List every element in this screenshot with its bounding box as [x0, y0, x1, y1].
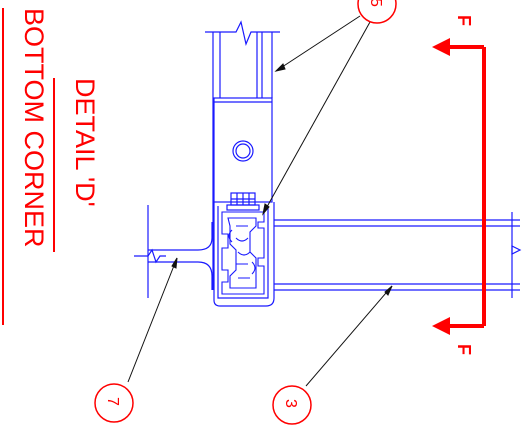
svg-text:3: 3	[282, 399, 299, 408]
callout-item-7: 7	[94, 383, 134, 423]
callout-item-5: 5	[357, 0, 397, 24]
detail-subtitle: BOTTOM CORNER	[19, 8, 49, 248]
section-arrow-top	[432, 38, 450, 56]
section-mark-top: F	[454, 15, 474, 26]
section-line-f: F F	[432, 15, 486, 355]
section-arrow-bottom	[432, 317, 450, 335]
title-block: DETAIL 'D' BOTTOM CORNER	[2, 8, 100, 325]
detail-title: DETAIL 'D'	[70, 78, 100, 207]
bolt-hole	[232, 140, 254, 162]
svg-text:5: 5	[367, 0, 384, 7]
leader-lines	[127, 15, 393, 387]
horizontal-bar-item-7	[134, 205, 213, 298]
svg-text:7: 7	[104, 397, 121, 406]
callout-item-3: 3	[272, 385, 312, 425]
section-mark-bottom: F	[454, 344, 474, 355]
corner-bracket	[213, 97, 275, 307]
vertical-post	[205, 20, 280, 290]
fastener	[226, 192, 260, 211]
rail-item-3	[274, 212, 522, 298]
extrusion-profile	[221, 211, 265, 295]
